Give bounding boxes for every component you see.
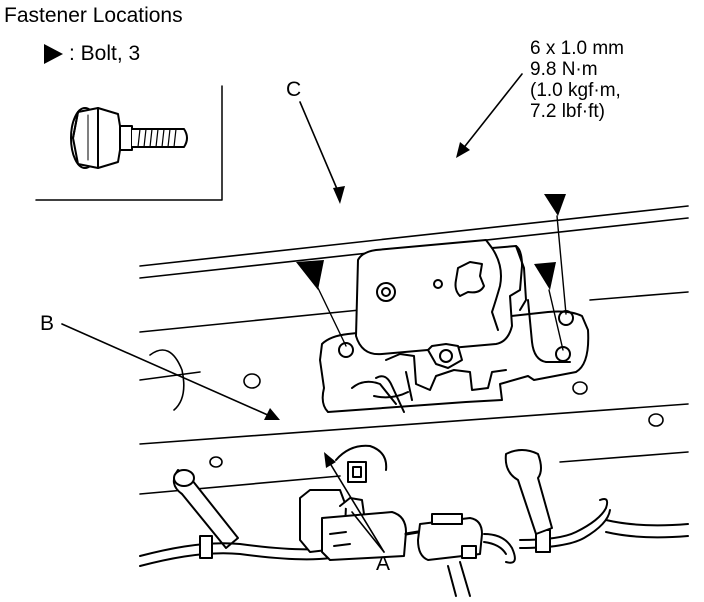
spec-torque-kgfm: (1.0 kgf·m, <box>530 80 621 101</box>
bolt-triangle-icon <box>544 194 566 216</box>
diagram-title: Fastener Locations <box>4 4 183 27</box>
torque-spec: 6 x 1.0 mm 9.8 N·m (1.0 kgf·m, 7.2 lbf·f… <box>530 38 624 122</box>
lower-assembly <box>139 444 689 597</box>
bolt-legend-label: : Bolt, 3 <box>69 42 141 65</box>
bolt-triangle-icon <box>534 262 556 290</box>
hood-latch <box>319 239 590 413</box>
label-c: C <box>286 78 302 101</box>
spec-torque-lbfft: 7.2 lbf·ft) <box>530 101 605 122</box>
label-b: B <box>40 312 55 335</box>
bolt-triangle-icon <box>44 44 63 64</box>
bolt-legend: : Bolt, 3 <box>44 42 140 66</box>
spec-size: 6 x 1.0 mm <box>530 38 624 59</box>
leader-lines <box>61 73 523 553</box>
bolt-markers <box>296 194 567 351</box>
spec-torque-nm: 9.8 N·m <box>530 59 598 80</box>
bolt-triangle-icon <box>296 260 324 290</box>
bolt-inset <box>35 85 223 201</box>
